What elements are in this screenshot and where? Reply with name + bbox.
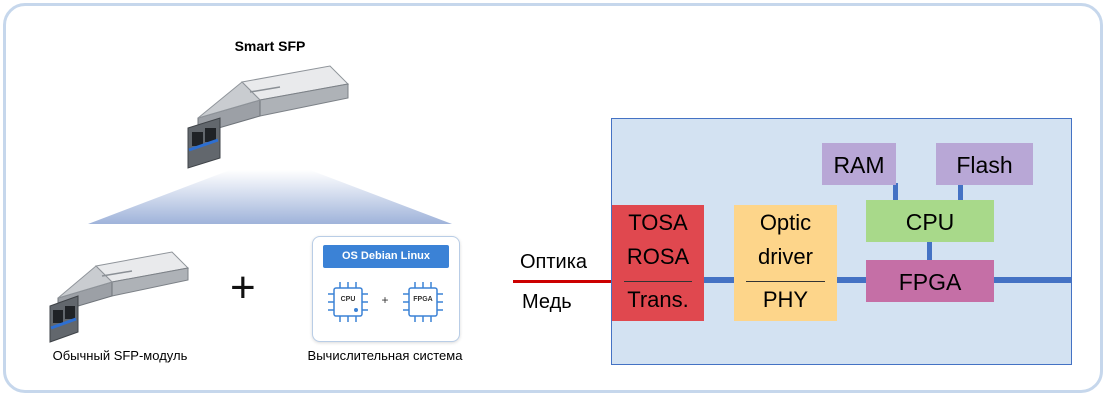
plus-sign: +: [230, 263, 256, 312]
cpu-chip-icon: [328, 282, 368, 322]
tosa-label: TOSA: [628, 210, 688, 235]
cpu-block: CPU: [866, 200, 994, 242]
cpu-chip-label: CPU: [340, 296, 356, 303]
optic-line: [513, 280, 613, 283]
expansion-gradient: [88, 170, 452, 224]
flash-bus: [958, 183, 963, 203]
optic-driver-block: Optic driver PHY: [734, 205, 837, 321]
chip-plus: +: [381, 293, 389, 307]
optics-label: Оптика: [520, 251, 588, 273]
fpga-chip-icon: [403, 282, 443, 322]
os-debian-header: OS Debian Linux: [323, 245, 449, 268]
ram-bus: [893, 183, 898, 203]
regular-sfp-module-image: [49, 251, 190, 343]
computing-system-caption: Вычислительная система: [307, 348, 463, 363]
smart-sfp-module-image: [187, 65, 350, 169]
smart-sfp-title: Smart SFP: [234, 38, 306, 54]
transceiver-divider: [624, 281, 692, 282]
driver-label: driver: [757, 244, 813, 269]
rosa-label: ROSA: [626, 244, 690, 269]
fpga-block: FPGA: [866, 260, 994, 302]
flash-block: Flash: [936, 143, 1033, 185]
transceiver-block: TOSA ROSA Trans.: [612, 205, 704, 321]
optic-label: Optic: [759, 210, 812, 235]
optic-driver-divider: [746, 281, 825, 282]
regular-sfp-caption: Обычный SFP-модуль: [52, 348, 188, 363]
ram-block: RAM: [822, 143, 896, 185]
copper-label: Медь: [522, 291, 572, 313]
cpu-fpga-bus: [927, 241, 932, 261]
fpga-chip-label: FPGA: [413, 296, 433, 303]
phy-label: PHY: [762, 287, 809, 312]
computing-system-card: OS Debian Linux CPU + FPGA: [312, 236, 460, 342]
trans-label: Trans.: [627, 287, 689, 312]
